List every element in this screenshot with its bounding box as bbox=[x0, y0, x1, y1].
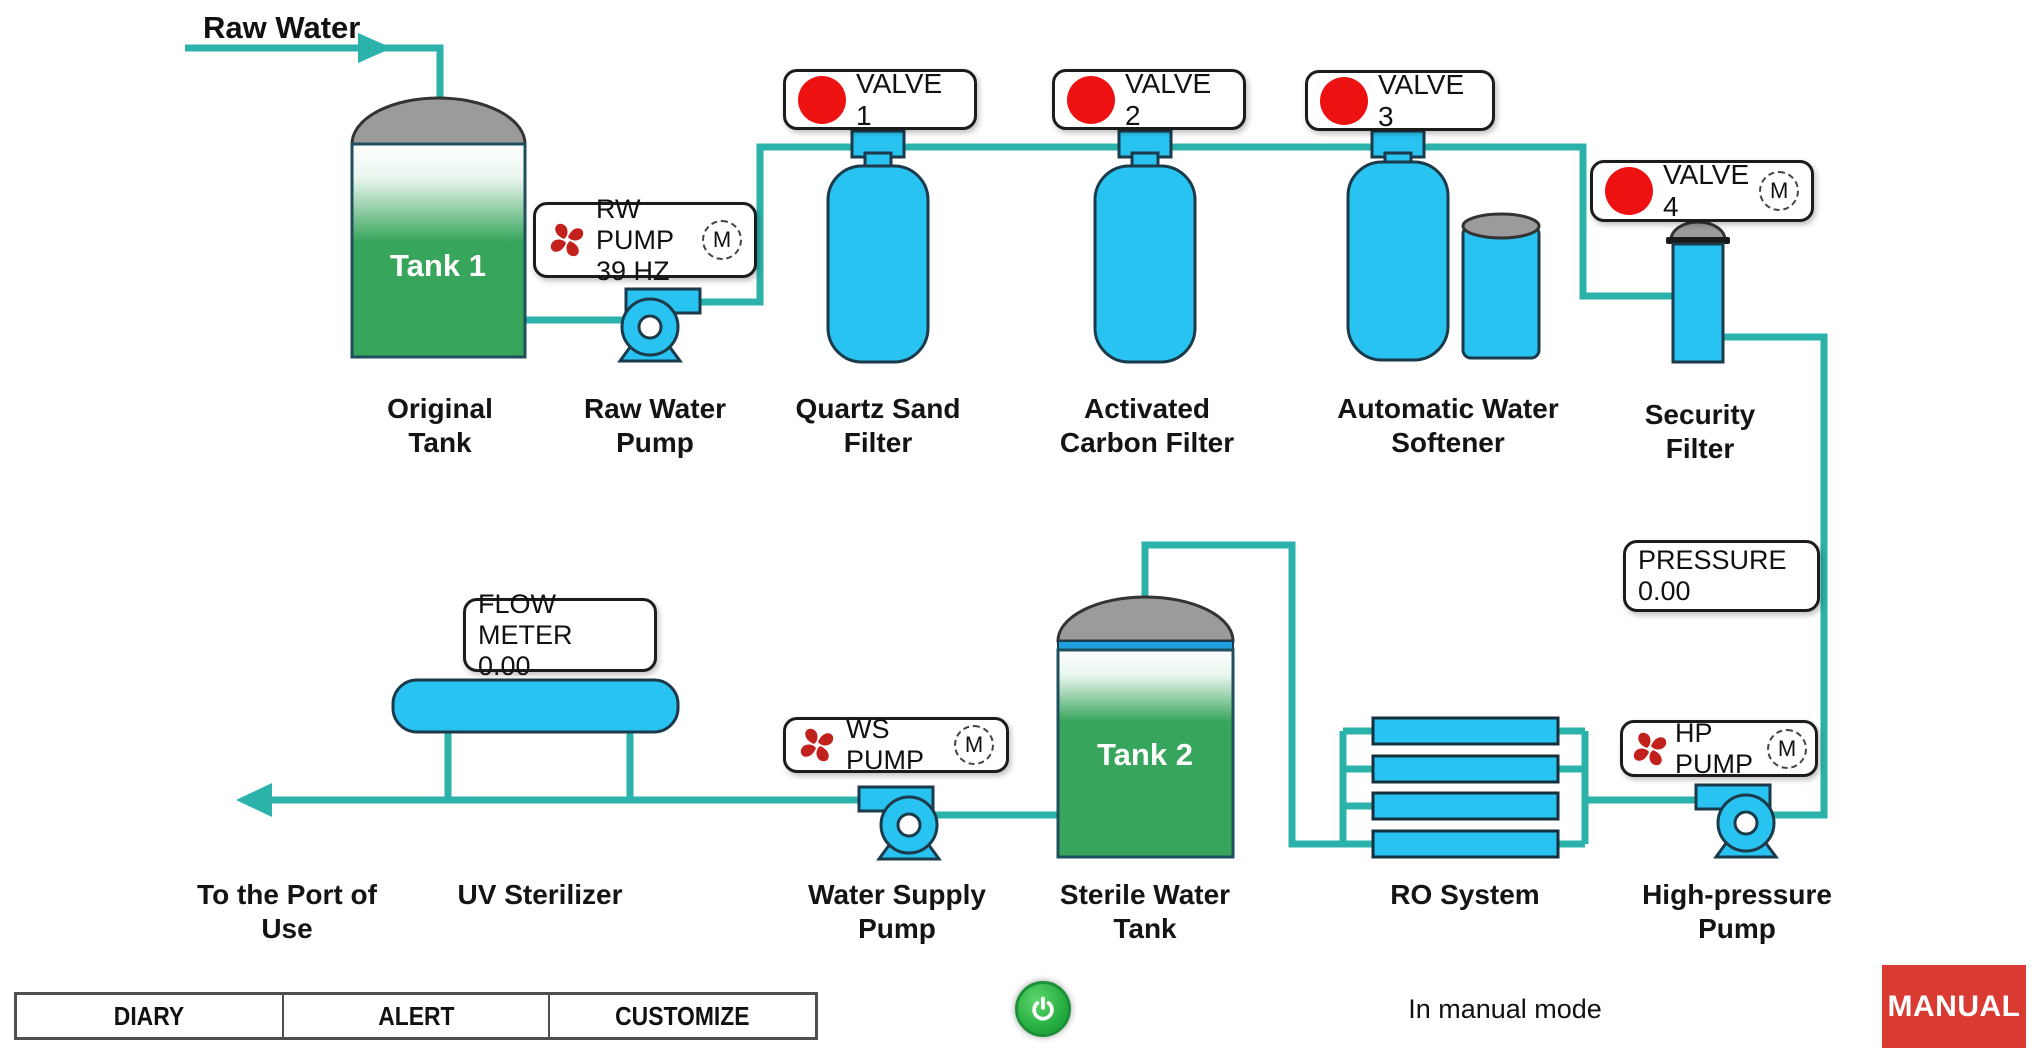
valve1-label: VALVE 1 bbox=[856, 67, 943, 131]
hp-pump-motor-button[interactable]: M bbox=[1767, 728, 1807, 769]
tank2-label: Tank 2 bbox=[1097, 737, 1193, 772]
valve3-label: VALVE 3 bbox=[1378, 68, 1465, 132]
port-arrowhead bbox=[236, 783, 272, 817]
fan-icon bbox=[550, 223, 584, 257]
raw-water-arrowhead bbox=[358, 33, 392, 63]
valve1-status-indicator bbox=[798, 75, 846, 124]
rw-pump-frequency: 39 HZ bbox=[596, 255, 670, 286]
tank1-label: Tank 1 bbox=[390, 248, 486, 283]
hp-pump-button[interactable]: HP PUMP M bbox=[1620, 717, 1818, 779]
hp-pump-label: HP PUMP bbox=[1675, 717, 1754, 779]
bottom-toolbar: DIARY ALERT CUSTOMIZE bbox=[14, 992, 818, 1040]
valve4-button[interactable]: VALVE 4 M bbox=[1590, 159, 1814, 222]
pressure-readout: PRESSURE 0.00 bbox=[1623, 540, 1820, 612]
power-icon bbox=[1032, 996, 1054, 1021]
water-supply-pump-graphic bbox=[857, 785, 941, 861]
flow-meter-label: FLOW METER bbox=[478, 588, 573, 650]
uv-sterilizer-graphic bbox=[391, 678, 680, 734]
valve3-button[interactable]: VALVE 3 bbox=[1305, 68, 1495, 132]
pipe-securityfilter-to-hppump bbox=[1720, 333, 1828, 819]
ws-pump-motor-button[interactable]: M bbox=[954, 725, 994, 765]
valve2-label: VALVE 2 bbox=[1125, 67, 1212, 131]
pressure-label: PRESSURE bbox=[1638, 545, 1787, 575]
water-softener-graphic bbox=[1346, 129, 1541, 362]
pipe-ro-right-manifold bbox=[1558, 727, 1589, 848]
fan-icon bbox=[800, 728, 834, 762]
pipe-uv-legs bbox=[444, 732, 634, 798]
pressure-value: 0.00 bbox=[1638, 576, 1691, 606]
pipe-ro-left-manifold bbox=[1339, 727, 1373, 844]
uv-sterilizer-name: UV Sterilizer bbox=[457, 879, 623, 910]
valve2-status-indicator bbox=[1067, 75, 1115, 124]
raw-water-flow-label: Raw Water bbox=[203, 10, 361, 45]
tank2-graphic: Tank 2 bbox=[1056, 595, 1235, 859]
ws-pump-label: WS PUMP bbox=[846, 714, 925, 775]
valve1-button[interactable]: VALVE 1 bbox=[783, 67, 977, 131]
valve4-status-indicator bbox=[1605, 167, 1653, 215]
fan-icon bbox=[1633, 732, 1667, 765]
rw-pump-label: RW PUMP bbox=[596, 193, 675, 255]
high-pressure-pump-graphic bbox=[1694, 783, 1778, 859]
flow-meter-readout: FLOW METER 0.00 bbox=[463, 589, 657, 681]
valve4-label: VALVE 4 bbox=[1663, 159, 1750, 222]
tank1-graphic: Tank 1 bbox=[350, 96, 527, 359]
valve2-button[interactable]: VALVE 2 bbox=[1052, 67, 1246, 131]
valve3-status-indicator bbox=[1320, 76, 1368, 125]
pipe-ro-to-tank2 bbox=[1141, 541, 1373, 848]
security-filter-graphic bbox=[1666, 220, 1730, 364]
quartz-sand-filter-graphic bbox=[826, 129, 930, 364]
power-button[interactable] bbox=[1015, 981, 1071, 1037]
rw-pump-button[interactable]: RW PUMP 39 HZ M bbox=[533, 194, 757, 286]
ro-system-graphic bbox=[1371, 716, 1560, 859]
rw-pump-motor-button[interactable]: M bbox=[702, 220, 742, 260]
diary-button[interactable]: DIARY bbox=[17, 995, 282, 1037]
valve4-motor-button[interactable]: M bbox=[1759, 171, 1800, 211]
manual-mode-button[interactable]: MANUAL bbox=[1882, 965, 2026, 1048]
customize-button[interactable]: CUSTOMIZE bbox=[548, 995, 816, 1037]
flow-meter-value: 0.00 bbox=[478, 650, 531, 681]
alert-button[interactable]: ALERT bbox=[281, 995, 549, 1037]
pipe-raw-water-inlet bbox=[185, 44, 444, 102]
ws-pump-button[interactable]: WS PUMP M bbox=[783, 714, 1009, 775]
activated-carbon-filter-graphic bbox=[1093, 129, 1197, 364]
ro-system-name: RO System bbox=[1390, 879, 1540, 910]
raw-water-pump-graphic bbox=[618, 287, 702, 363]
mode-status-text: In manual mode bbox=[1408, 994, 1602, 1024]
